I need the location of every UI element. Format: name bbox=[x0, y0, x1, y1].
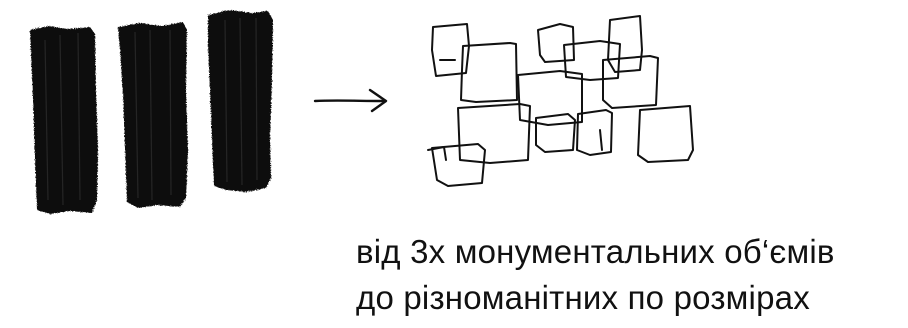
square-8 bbox=[457, 103, 531, 164]
square-1 bbox=[431, 23, 470, 77]
square-13 bbox=[427, 146, 447, 161]
black-column-left bbox=[30, 26, 98, 214]
black-column-middle bbox=[118, 22, 188, 208]
caption-line-1: від 3х монументальних об‘ємів bbox=[356, 233, 835, 270]
square-2 bbox=[460, 42, 518, 103]
square-9 bbox=[535, 113, 576, 153]
square-6 bbox=[517, 70, 583, 126]
square-5 bbox=[607, 15, 643, 73]
arrow-right-icon bbox=[313, 88, 388, 113]
square-12 bbox=[431, 143, 486, 187]
caption-line-2: до різноманітних по розмірах bbox=[356, 279, 810, 316]
varied-squares bbox=[427, 15, 694, 187]
square-11 bbox=[637, 105, 694, 163]
square-3 bbox=[537, 23, 575, 63]
square-10 bbox=[576, 109, 613, 156]
square-7 bbox=[602, 55, 659, 109]
monumental-volumes bbox=[30, 10, 273, 214]
square-4 bbox=[563, 40, 621, 81]
